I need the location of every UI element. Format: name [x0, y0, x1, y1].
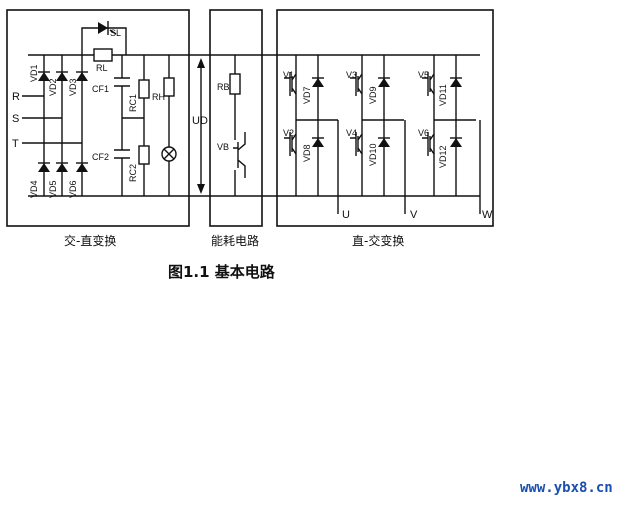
- output-v-label: V: [410, 209, 418, 221]
- figure-caption: 图1.1 基本电路: [168, 263, 276, 281]
- capacitor-cf1: [114, 77, 130, 87]
- braking-box: [209, 9, 263, 227]
- leg-w-diode-rail: [434, 55, 476, 196]
- diode-vd4: [38, 162, 50, 172]
- igbt-w-upper: [422, 72, 435, 96]
- igbt-v-upper: [350, 72, 363, 96]
- rectifier-box: [6, 9, 190, 227]
- capacitor-cf2: [114, 149, 130, 159]
- rb-label: RB: [217, 82, 230, 92]
- v1-label: V1: [283, 70, 294, 80]
- inverter-box: [276, 9, 494, 227]
- watermark: www.ybx8.cn: [520, 480, 613, 496]
- lamp-icon: [161, 146, 177, 162]
- cf1-label: CF1: [92, 84, 109, 94]
- igbt-w-lower: [422, 132, 435, 156]
- vd2-label: VD2: [48, 78, 58, 96]
- freewheel-diode-u-lower: [312, 138, 324, 147]
- v5-label: V5: [418, 70, 429, 80]
- freewheel-diode-w-lower: [450, 138, 462, 147]
- rc1-label: RC1: [128, 94, 138, 112]
- resistor-rc2: [138, 145, 150, 165]
- resistor-rc1: [138, 79, 150, 99]
- transistor-vb: [231, 132, 246, 178]
- section-braking-title: 能耗电路: [211, 233, 259, 248]
- resistor-rb: [229, 73, 241, 95]
- input-t-label: T: [12, 138, 19, 150]
- igbt-u-upper: [284, 72, 297, 96]
- thyristor-sl: [98, 21, 117, 35]
- rh-label: RH: [152, 92, 165, 102]
- input-r-label: R: [12, 91, 20, 103]
- vb-label: VB: [217, 142, 229, 152]
- output-u-label: U: [342, 209, 350, 221]
- v2-label: V2: [283, 128, 294, 138]
- leg-u-diode-rail: [296, 55, 338, 196]
- diode-vd2: [56, 71, 68, 81]
- vd10-label: VD10: [368, 143, 378, 166]
- resistor-rh: [163, 77, 175, 97]
- sl-label: SL: [110, 28, 121, 38]
- input-s-label: S: [12, 113, 19, 125]
- freewheel-diode-w-upper: [450, 78, 462, 87]
- section-rectifier-title: 交-直变换: [64, 233, 116, 248]
- diode-vd3: [76, 71, 88, 81]
- vd9-label: VD9: [368, 86, 378, 104]
- freewheel-diode-v-upper: [378, 78, 390, 87]
- vd1-label: VD1: [29, 64, 39, 82]
- vd6-label: VD6: [68, 180, 78, 198]
- inverter-legs: [284, 55, 476, 196]
- diode-vd6: [76, 162, 88, 172]
- vd5-label: VD5: [48, 180, 58, 198]
- vd3-label: VD3: [68, 78, 78, 96]
- output-lines: [337, 120, 481, 214]
- resistor-rl: [93, 48, 113, 62]
- v4-label: V4: [346, 128, 357, 138]
- output-w-label: W: [482, 209, 493, 221]
- vd11-label: VD11: [438, 84, 448, 106]
- vd12-label: VD12: [438, 145, 448, 168]
- leg-v-diode-rail: [362, 55, 404, 196]
- ud-label: UD: [192, 115, 208, 127]
- rc2-label: RC2: [128, 164, 138, 182]
- vd4-label: VD4: [29, 180, 39, 198]
- section-inverter-title: 直-交变换: [352, 233, 404, 248]
- v6-label: V6: [418, 128, 429, 138]
- freewheel-diode-v-lower: [378, 138, 390, 147]
- igbt-v-lower: [350, 132, 363, 156]
- rl-label: RL: [96, 63, 108, 73]
- freewheel-diode-u-upper: [312, 78, 324, 87]
- diode-vd5: [56, 162, 68, 172]
- ud-arrow: [197, 58, 205, 194]
- diode-vd1: [38, 71, 50, 81]
- cf2-label: CF2: [92, 152, 109, 162]
- v3-label: V3: [346, 70, 357, 80]
- igbt-u-lower: [284, 132, 297, 156]
- vd7-label: VD7: [302, 86, 312, 104]
- vd8-label: VD8: [302, 144, 312, 162]
